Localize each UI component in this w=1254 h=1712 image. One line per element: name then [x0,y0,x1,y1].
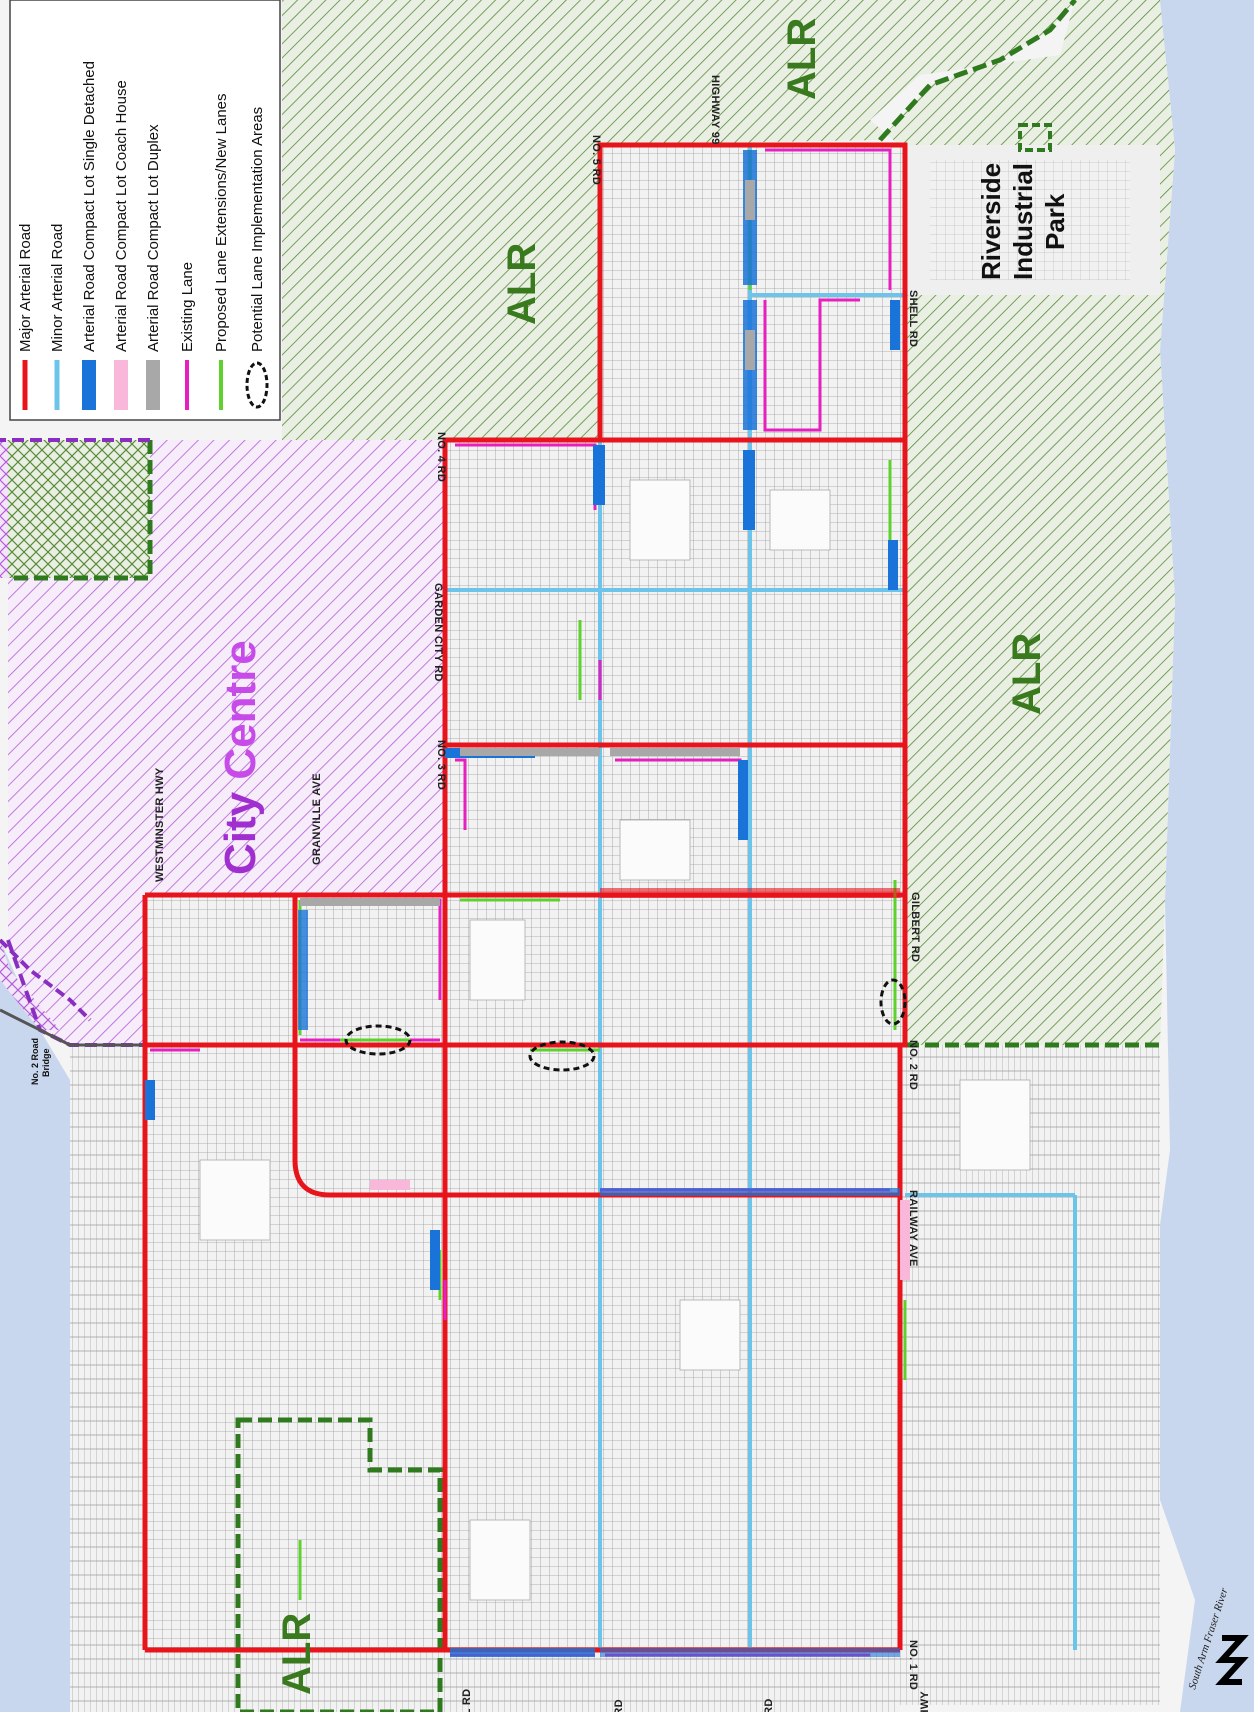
lots-west-edge [70,1045,145,1712]
label-alr-top: ALR [780,18,824,100]
legend-label-coach-house: Arterial Road Compact Lot Coach House [113,80,130,352]
legend-items: Major Arterial Road Minor Arterial Road … [17,61,269,410]
alr-zone-north [8,0,1175,1045]
alr-border-riverside [1018,123,1052,152]
label-steveston-hwy: STEVESTON HWY [919,1691,931,1712]
parcel [619,819,691,881]
city-centre-border-river [0,938,92,1022]
alr-border-citycentre [8,440,153,581]
legend-label-proposed-lane: Proposed Lane Extensions/New Lanes [213,93,230,352]
water-east [1150,0,1254,1712]
riverside-lots [930,160,1130,280]
label-gilbert-rd: GILBERT RD [909,892,921,962]
parcel [469,1519,531,1601]
legend-label-duplex: Arterial Road Compact Lot Duplex [145,124,162,352]
north-arrow-icon [1215,1635,1249,1685]
label-city-centre: City Centre [216,640,265,875]
label-no2-road-bridge: No. 2 Road Bridge [30,1038,51,1085]
label-city-word: City [216,780,265,875]
label-no3-rd: NO. 3 RD [435,740,447,790]
legend [9,0,281,421]
parcel [629,479,691,561]
city-centre-river-edge [0,940,60,1030]
label-alr-right: ALR [1005,633,1049,715]
label-shell-rd: SHELL RD [907,290,919,347]
alr-zone-east [905,295,1160,1045]
label-park: Park [1040,193,1070,250]
label-no5-rd: NO. 5 RD [590,135,602,185]
major-arterial-roads [142,142,908,1653]
label-railway-ave: RAILWAY AVE [907,1190,919,1267]
label-fraser-river: South Arm Fraser River [1186,1586,1230,1691]
label-granville-ave: GRANVILLE AVE [311,773,323,865]
city-centre-crosshatch [0,440,8,578]
label-no4-rd: NO. 4 RD [435,432,447,482]
legend-label-single-detached: Arterial Road Compact Lot Single Detache… [81,61,98,352]
legend-label-potential-areas: Potential Lane Implementation Areas [249,107,266,352]
label-westminster-hwy: WESTMINSTER HWY [154,767,166,882]
label-garden-city-rd: GARDEN CITY RD [432,583,444,682]
label-no1-rd: NO. 1 RD [907,1640,919,1690]
potential-lane-areas [344,978,907,1072]
parcel [199,1159,271,1241]
label-williams-rd: WILLIAMS RD [763,1698,775,1712]
water-northeast [1150,0,1254,90]
label-industrial: Industrial [1008,163,1038,280]
label-alr-bottom: ALR [275,1613,319,1695]
parcel [769,489,831,551]
water-west [0,940,70,1712]
lots-south-edge [145,1650,900,1712]
label-blundell-rd: BLUNDELL RD [461,1689,473,1712]
label-riverside-industrial-park: Riverside Industrial Park [976,163,1070,280]
label-no2-rd: NO. 2 RD [907,1040,919,1090]
label-francis-rd: FRANCIS RD [613,1699,625,1712]
label-bridge-line1: No. 2 Road [30,1038,40,1085]
no2-road-bridge [0,1008,145,1047]
alr-zone-crosshatch [8,440,150,578]
label-riverside: Riverside [976,163,1006,280]
legend-label-major-arterial: Major Arterial Road [17,224,34,352]
legend-label-minor-arterial: Minor Arterial Road [49,224,66,352]
alr-border-hwy99 [878,0,1077,142]
compact-lot-blocks [145,150,910,1657]
parcel [679,1299,741,1371]
label-centre-word: Centre [216,640,265,779]
label-alr-middle: ALR [500,243,544,325]
alr-border-south [235,1417,443,1712]
label-highway-99: HIGHWAY 99 [709,75,721,145]
legend-label-existing-lane: Existing Lane [179,262,196,352]
parcel [469,919,526,1001]
label-bridge-line2: Bridge [41,1048,51,1077]
parcel [959,1079,1031,1171]
